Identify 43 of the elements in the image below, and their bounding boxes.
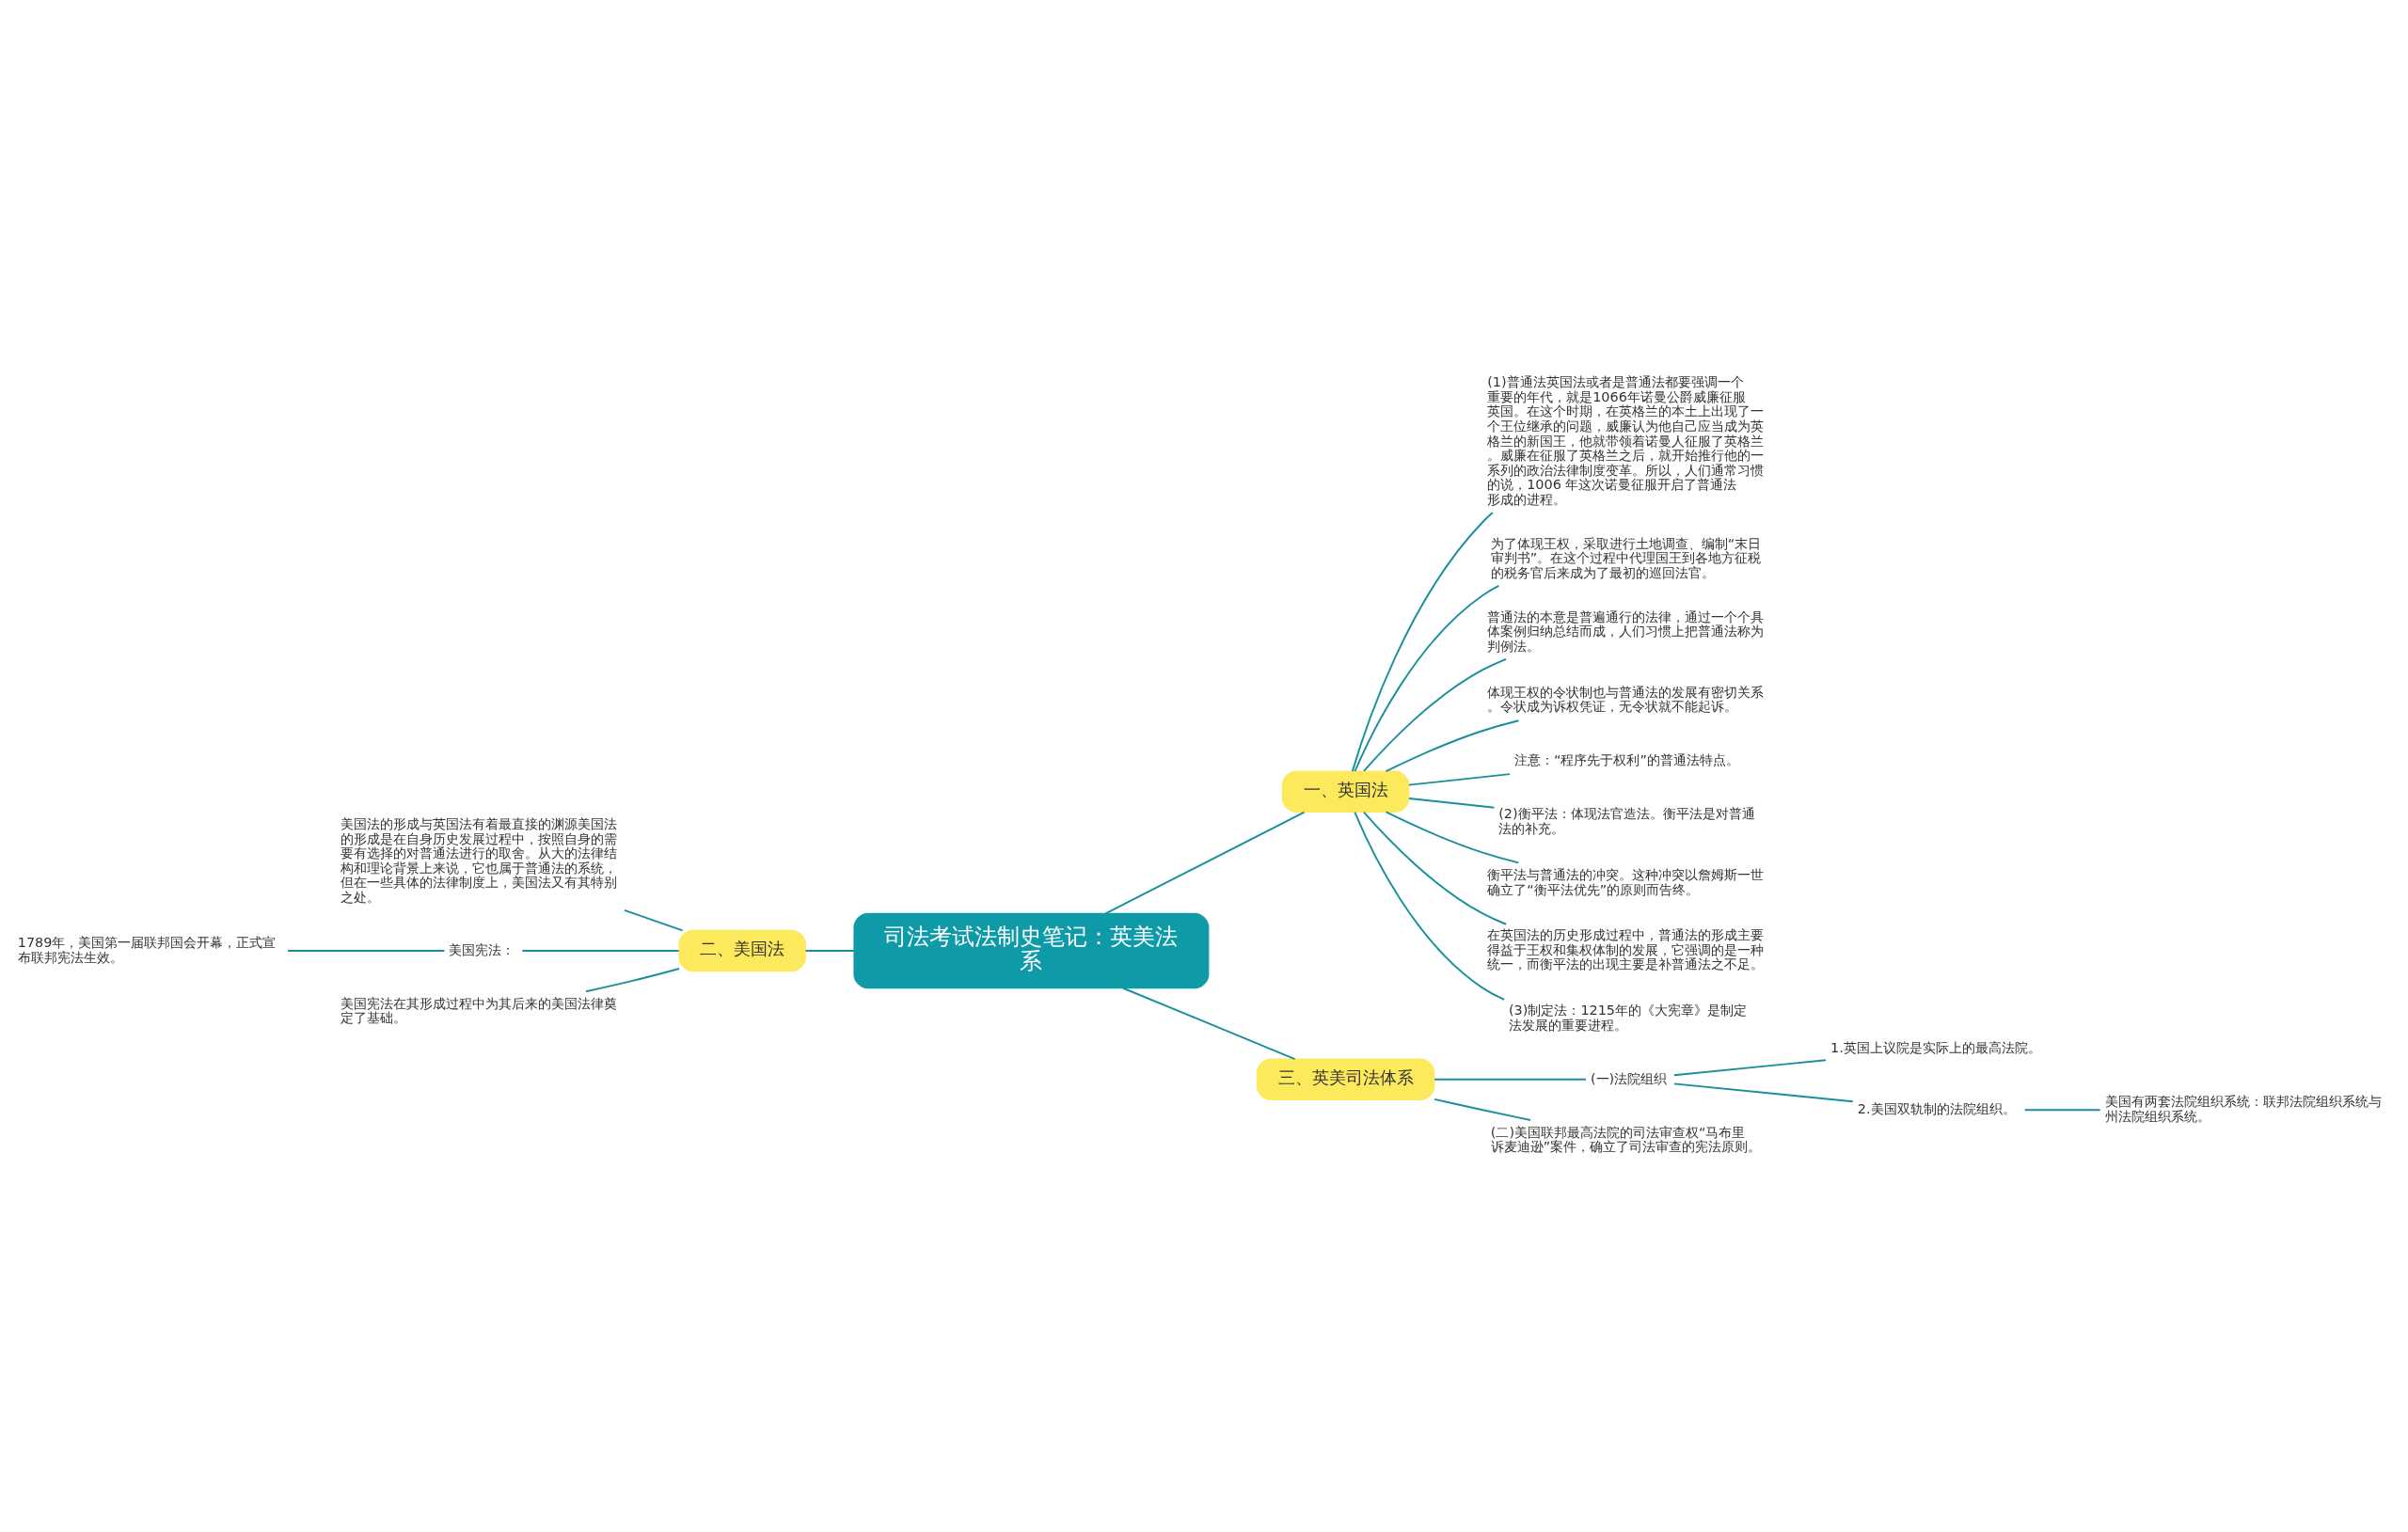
- node-text: (二)美国联邦最高法院的司法审查权“马布里诉麦迪逊”案件，确立了司法审查的宪法原则。: [1490, 1124, 1762, 1155]
- connector: [585, 968, 680, 993]
- connector: [1408, 773, 1512, 786]
- connector: [1672, 1059, 1827, 1077]
- connector: [1363, 657, 1508, 772]
- connector: [2023, 1109, 2101, 1112]
- connector: [521, 950, 680, 952]
- connector: [1354, 811, 1506, 1001]
- connector: [1434, 1078, 1587, 1081]
- node-text: 注意：“程序先于权利”的普通法特点。: [1514, 752, 1739, 768]
- node-text: 1.英国上议院是实际上的最高法院。: [1830, 1040, 2041, 1056]
- node-text: 美国宪法：: [449, 941, 515, 957]
- connector: [1104, 811, 1306, 915]
- connector: [1122, 987, 1296, 1060]
- connector: [623, 908, 684, 932]
- connector: [1363, 811, 1508, 925]
- node-text: 普通法的本意是普遍通行的法律，通过一个个具体案例归纳总结而成，人们习惯上把普通法称为判例法。: [1487, 608, 1765, 654]
- node-text: 美国法的形成与英国法有着最直接的渊源美国法的形成是在自身历史发展过程中，按照自身的需要有选择的对普通法进行的取舍。从大的法律结构和理论背景上来说，它也属于普通法的系统，但在一些具体的法律制度上，美国法又有其特别之处。: [341, 815, 617, 905]
- node-box: 三、英美司法体系: [1256, 1058, 1435, 1100]
- node-text: 美国宪法在其形成过程中为其后来的美国法律奠定了基础。: [341, 995, 617, 1026]
- node-text: (3)制定法：1215年的《大宪章》是制定法发展的重要进程。: [1509, 1002, 1748, 1033]
- connector: [1385, 811, 1520, 864]
- node-text: 为了体现王权，采取进行土地调查、编制“末日审判书”。在这个过程中代理国王到各地方征税的税务官后来成为了最初的巡回法官。: [1490, 535, 1762, 580]
- node-text: 体现王权的令状制也与普通法的发展有密切关系。令状成为诉权凭证，无令状就不能起诉。: [1487, 684, 1765, 715]
- node-box: 司法考试法制史笔记：英美法系: [853, 912, 1210, 989]
- node-text: 1789年，美国第一届联邦国会开幕，正式宣布联邦宪法生效。: [17, 934, 277, 965]
- node-text: (一)法院组织: [1591, 1070, 1668, 1086]
- node-box: 一、英国法: [1281, 770, 1410, 813]
- connector: [804, 950, 855, 952]
- node-text: 2.美国双轨制的法院组织。: [1857, 1100, 2016, 1116]
- connector: [1408, 798, 1496, 809]
- connector: [1385, 719, 1520, 773]
- node-box: 二、美国法: [678, 929, 806, 972]
- connector: [1351, 512, 1494, 773]
- node-text: (2)衡平法：体现法官造法。衡平法是对普通法的补充。: [1498, 806, 1755, 836]
- node-text: (1)普通法英国法或者是普通法都要强调一个重要的年代，就是1066年诺曼公爵威廉征服英国。在这个时期，在英格兰的本土上出现了一个王位继承的问题，威廉认为他自己应当成为英格兰的新国王，他就带领着诺曼人征服了英格兰。威廉在征服了英格兰之后，就开始推行他的一系列的政治法律制度变革。所以，人们通常习惯的说，1006 年这次诺曼征服开启了普通法形成的进程。: [1487, 374, 1765, 507]
- connector: [1672, 1082, 1854, 1103]
- node-text: 在英国法的历史形成过程中，普通法的形成主要得益于王权和集权体制的发展，它强调的是一种统一，而衡平法的出现主要是补普通法之不足。: [1487, 927, 1765, 972]
- connector: [1434, 1098, 1531, 1121]
- node-text: 美国有两套法院组织系统：联邦法院组织系统与州法院组织系统。: [2104, 1094, 2382, 1124]
- node-text: 衡平法与普通法的冲突。这种冲突以詹姆斯一世确立了“衡平法优先”的原则而告终。: [1487, 866, 1765, 897]
- connector: [1354, 584, 1500, 773]
- connector: [287, 950, 446, 952]
